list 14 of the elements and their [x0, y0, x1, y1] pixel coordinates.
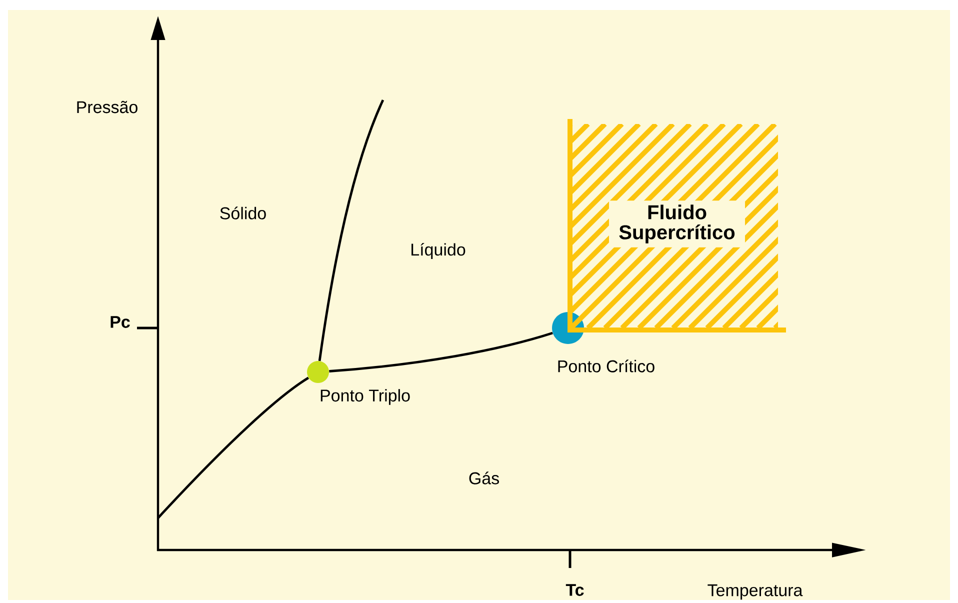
node-label: Fluido Supercrítico — [619, 204, 735, 244]
point-label: Ponto Crítico — [558, 360, 654, 372]
axis-label: Pressão — [77, 100, 138, 114]
axis-label: Sólido — [220, 206, 266, 220]
phase-boundary-curve — [157, 376, 310, 519]
axis-label: Tc — [566, 584, 584, 596]
phase-boundary-curve — [329, 332, 553, 372]
hatched-region: Fluido Supercrítico — [568, 119, 786, 332]
axis-label: Temperatura — [708, 584, 803, 600]
axis-label: Pc — [110, 316, 130, 328]
phase-boundary-curve — [318, 100, 384, 362]
axis-label: Gás — [469, 472, 499, 484]
axis-label: Líquido — [412, 242, 466, 260]
point-label: Ponto Triplo — [320, 389, 410, 405]
